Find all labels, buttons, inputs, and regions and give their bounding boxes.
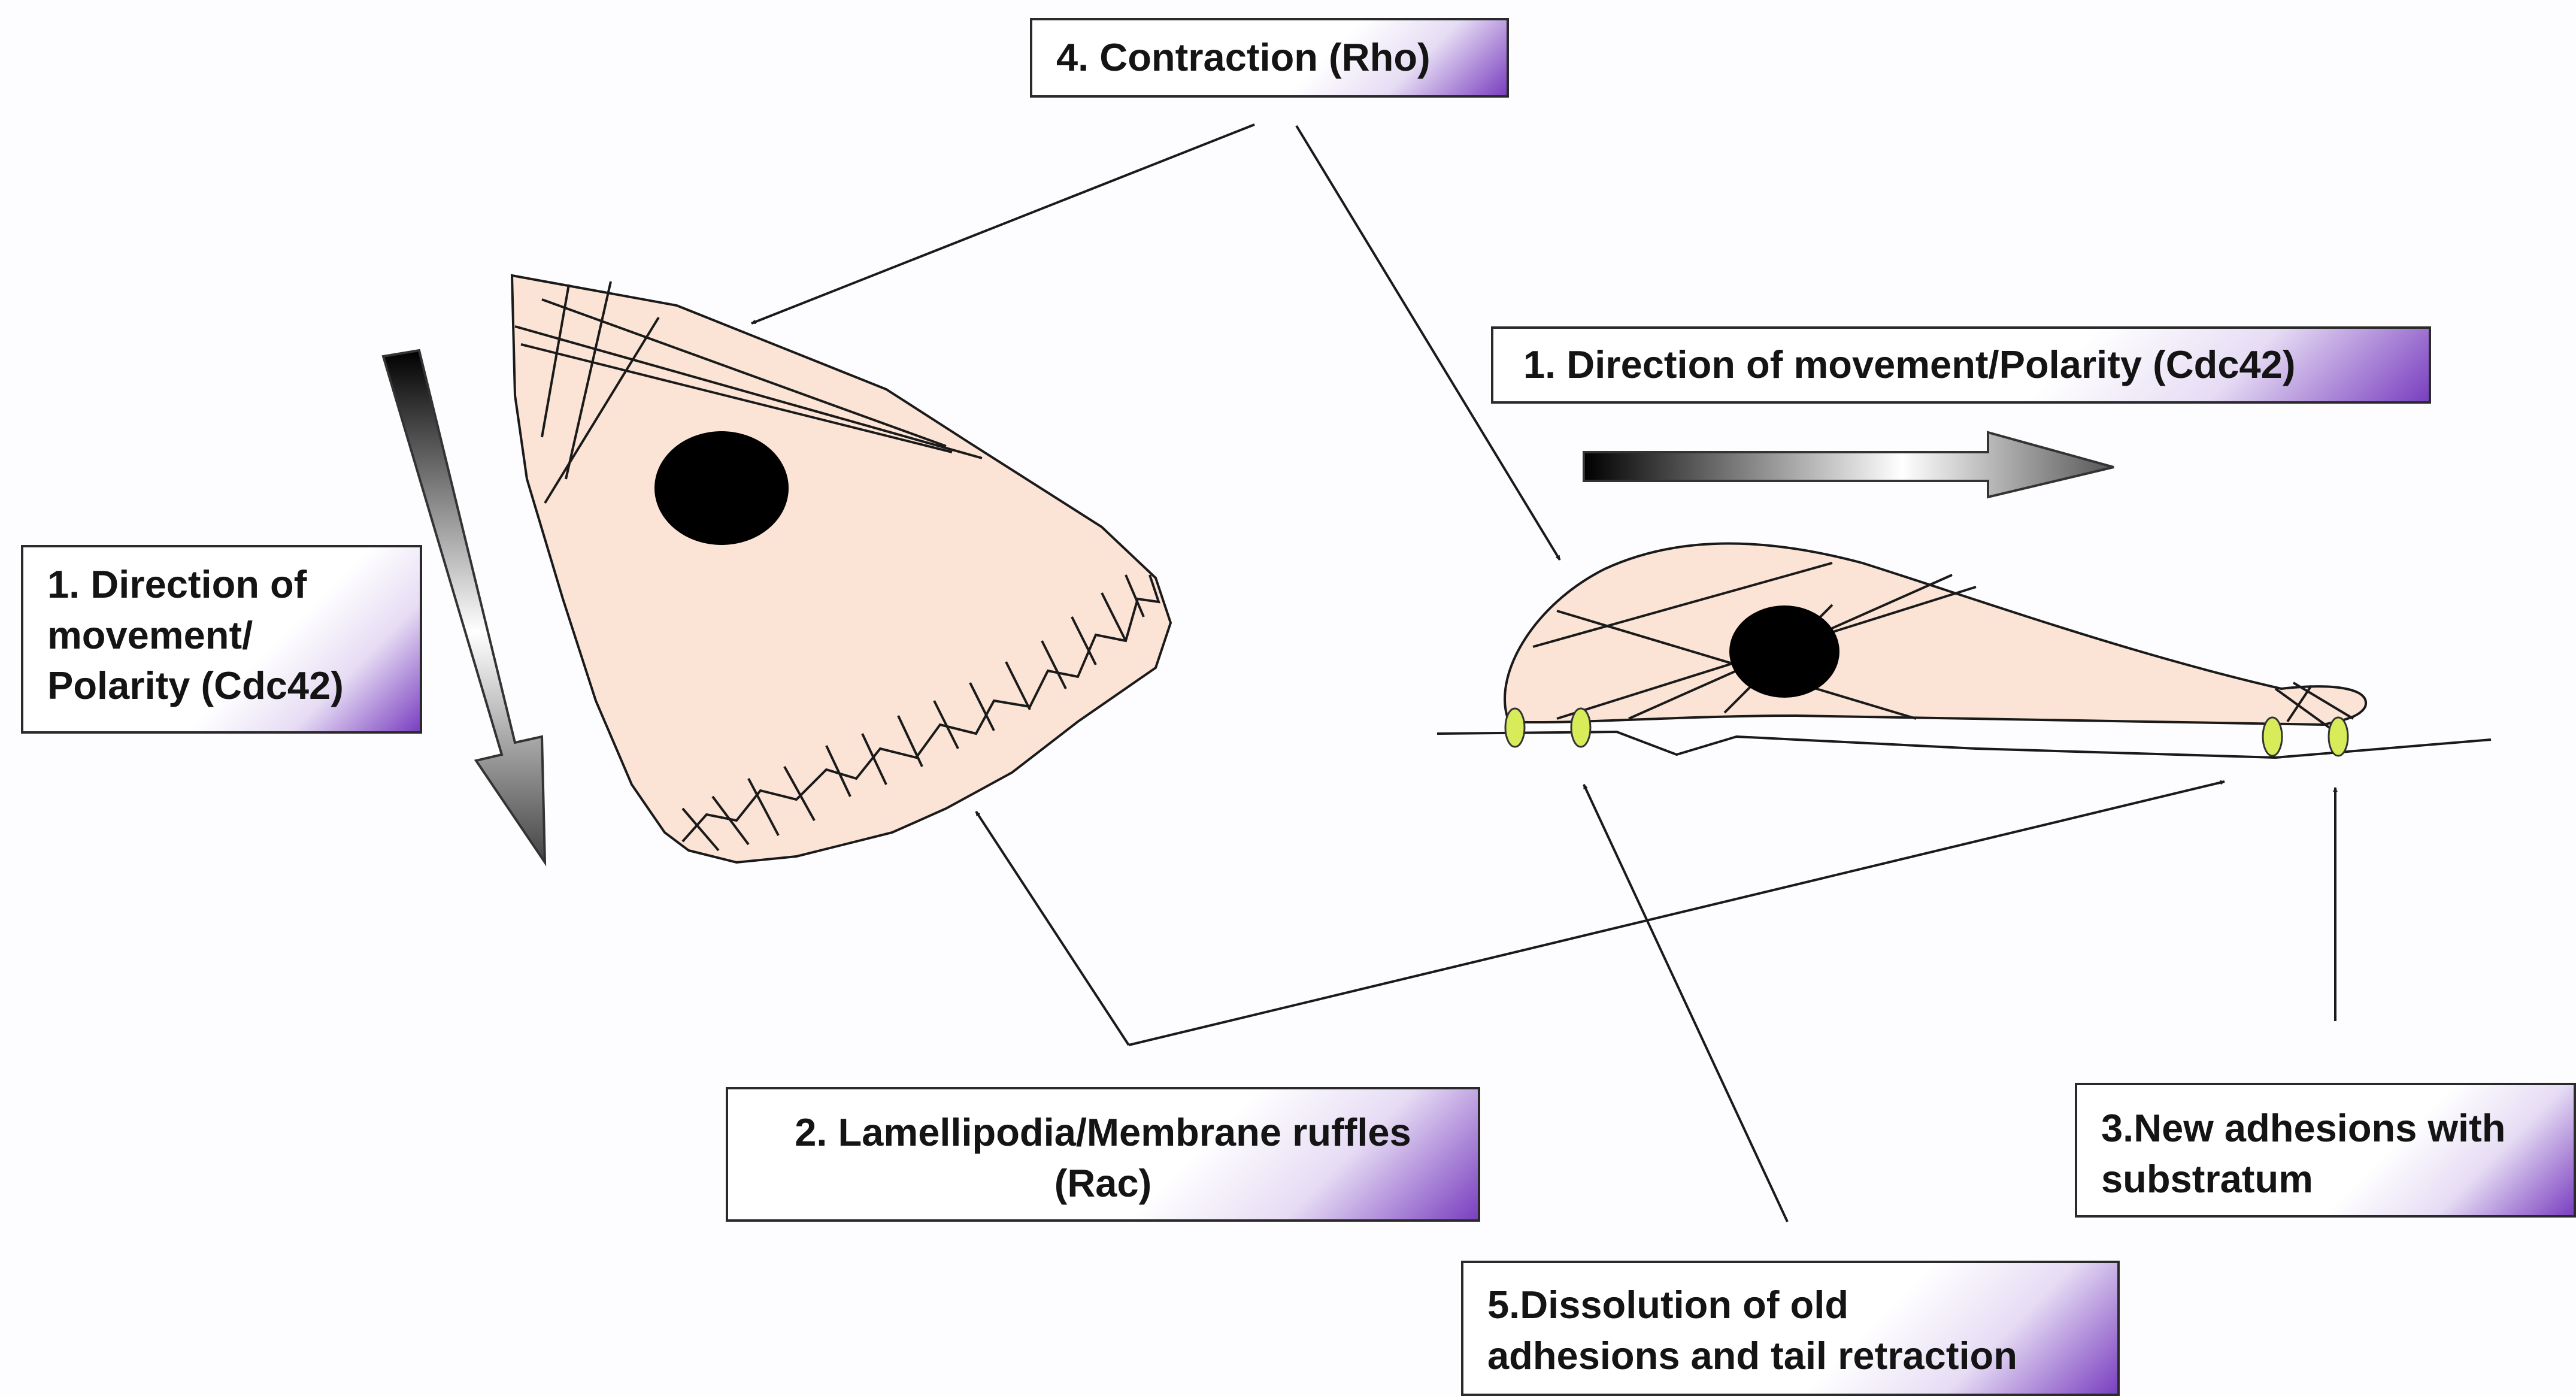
- label-line: 5.Dissolution of old: [1487, 1280, 2093, 1331]
- label-line: 4. Contraction (Rho): [1056, 32, 1483, 83]
- direction-arrow-right-icon: [1584, 432, 2114, 497]
- label-contraction: 4. Contraction (Rho): [1030, 18, 1509, 98]
- label-new-adhesions: 3.New adhesions with substratum: [2075, 1083, 2576, 1218]
- left-nucleus: [654, 431, 789, 545]
- label-lamellipodia: 2. Lamellipodia/Membrane ruffles (Rac): [726, 1087, 1480, 1222]
- label-line: Polarity (Cdc42): [47, 661, 396, 711]
- arrow-dissolution: [1584, 785, 1787, 1222]
- arrow-lamellipodia-to-left-cell: [976, 811, 1129, 1045]
- right-cell: [1505, 544, 2366, 756]
- label-line: (Rac): [752, 1158, 1454, 1209]
- label-line: 2. Lamellipodia/Membrane ruffles: [752, 1107, 1454, 1158]
- label-line: adhesions and tail retraction: [1487, 1331, 2093, 1382]
- label-line: movement/: [47, 610, 396, 661]
- label-direction-left: 1. Direction of movement/ Polarity (Cdc4…: [21, 545, 422, 734]
- label-line: 3.New adhesions with: [2101, 1103, 2550, 1154]
- label-line: substratum: [2101, 1154, 2550, 1205]
- arrow-contraction-to-left-cell: [751, 125, 1254, 323]
- left-cell: [512, 275, 1171, 862]
- label-direction-right: 1. Direction of movement/Polarity (Cdc42…: [1491, 326, 2431, 404]
- right-nucleus: [1729, 605, 1839, 698]
- label-dissolution: 5.Dissolution of old adhesions and tail …: [1461, 1261, 2120, 1396]
- label-line: 1. Direction of movement/Polarity (Cdc42…: [1523, 340, 2399, 390]
- label-line: 1. Direction of: [47, 559, 396, 610]
- arrow-lamellipodia-to-right-cell: [1129, 782, 2225, 1045]
